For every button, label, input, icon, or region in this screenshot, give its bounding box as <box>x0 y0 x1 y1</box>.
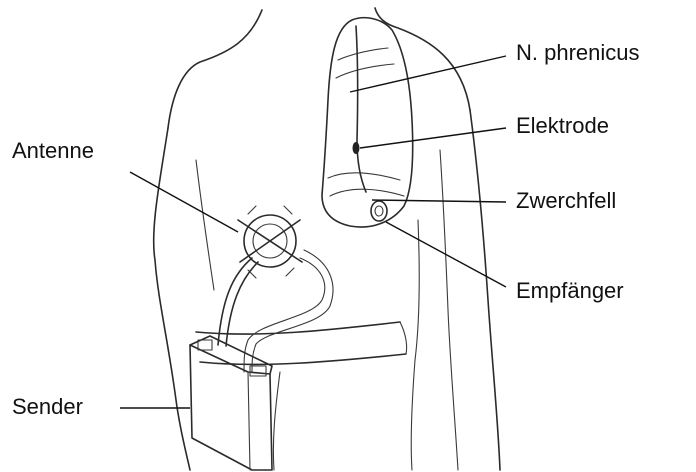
receiver-icon <box>371 201 387 221</box>
label-zwerchfell: Zwerchfell <box>516 188 616 213</box>
lung-outline <box>322 18 413 227</box>
diaphragm-line <box>328 173 400 180</box>
belt-top-line <box>196 322 400 334</box>
right-arm-inner-line <box>440 150 458 470</box>
transmitter-side <box>248 372 250 470</box>
label-sender: Sender <box>12 394 83 419</box>
left-flank-line <box>154 128 190 470</box>
leader-zwerchfell <box>372 200 506 202</box>
right-flank-line <box>411 220 419 470</box>
right-arm-outer-line <box>470 110 500 470</box>
thorax-cutout <box>322 18 413 227</box>
antenna-cables <box>218 250 333 372</box>
torso-sketch <box>154 8 500 470</box>
label-phrenicus: N. phrenicus <box>516 40 640 65</box>
transmitter-port-1 <box>198 340 212 350</box>
leader-empfaenger <box>386 222 506 287</box>
leader-phrenicus <box>350 56 506 92</box>
lung-rib-1 <box>336 64 394 78</box>
antenna-coil <box>238 206 302 278</box>
leader-lines <box>120 56 506 408</box>
leader-antenne <box>130 172 238 232</box>
cable-4 <box>252 250 333 372</box>
leader-elektrode <box>360 128 506 148</box>
belt-right-end <box>400 322 407 354</box>
label-empfaenger: Empfänger <box>516 278 624 303</box>
neck-left-line <box>168 10 262 128</box>
transmitter-top <box>190 336 272 374</box>
label-elektrode: Elektrode <box>516 113 609 138</box>
hip-line <box>273 372 280 470</box>
cable-3 <box>244 258 325 372</box>
phrenic-nerve <box>356 26 366 192</box>
belt-bottom-line <box>200 354 406 364</box>
label-antenne: Antenne <box>12 138 94 163</box>
diaphragm-dome <box>330 189 404 196</box>
transmitter-box <box>190 336 272 470</box>
neck-right-line <box>375 8 470 110</box>
electrode-icon <box>353 142 360 154</box>
lung-rib-2 <box>338 48 388 60</box>
left-arm-inner-line <box>196 160 214 290</box>
receiver-inner <box>375 206 383 216</box>
